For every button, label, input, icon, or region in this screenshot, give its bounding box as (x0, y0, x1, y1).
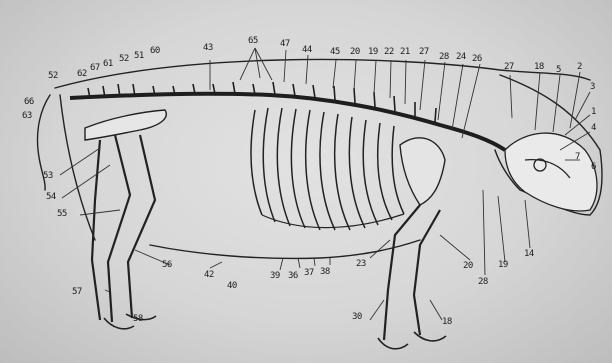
label-4: 4 (591, 124, 596, 133)
label-55: 55 (57, 210, 67, 219)
label-62: 62 (77, 70, 87, 79)
label-27: 27 (419, 48, 429, 57)
label-51: 51 (134, 52, 144, 61)
hind-limbs (92, 135, 156, 329)
label-56: 56 (162, 261, 172, 270)
label-57: 57 (72, 288, 82, 297)
label-19: 19 (368, 48, 378, 57)
label-61: 61 (103, 60, 113, 69)
label-54: 54 (46, 193, 56, 202)
label-14: 14 (524, 250, 534, 259)
fore-limbs (378, 205, 446, 349)
label-24: 24 (456, 53, 466, 62)
label-26: 26 (472, 55, 482, 64)
label-66: 66 (24, 98, 34, 107)
label-1: 1 (591, 108, 596, 117)
scapula (400, 138, 445, 205)
label-60: 60 (150, 47, 160, 56)
label-18: 18 (534, 63, 544, 72)
label-37: 37 (304, 269, 314, 278)
label-2: 2 (577, 63, 582, 72)
skull (505, 133, 597, 211)
label-18-hoof: 18 (442, 318, 452, 327)
label-67: 67 (90, 64, 100, 73)
label-47: 47 (280, 40, 290, 49)
label-27-skull: 27 (504, 63, 514, 72)
label-45: 45 (330, 48, 340, 57)
label-30: 30 (352, 313, 362, 322)
label-58: 58 (133, 315, 143, 324)
label-28-leg: 28 (478, 278, 488, 287)
label-20-leg: 20 (463, 262, 473, 271)
label-20: 20 (350, 48, 360, 57)
label-6: 6 (591, 163, 596, 172)
label-40: 40 (227, 282, 237, 291)
label-53: 53 (43, 172, 53, 181)
label-22: 22 (384, 48, 394, 57)
label-21: 21 (400, 48, 410, 57)
label-39: 39 (270, 272, 280, 281)
label-52: 52 (119, 55, 129, 64)
rib-cage (251, 108, 404, 230)
label-19-leg: 19 (498, 261, 508, 270)
label-63: 63 (22, 112, 32, 121)
label-52-tail: 52 (48, 72, 58, 81)
label-65: 65 (248, 37, 258, 46)
label-3: 3 (590, 83, 595, 92)
pelvis (85, 110, 166, 140)
label-38: 38 (320, 268, 330, 277)
label-43: 43 (203, 44, 213, 53)
label-28: 28 (439, 53, 449, 62)
label-7: 7 (575, 153, 580, 162)
label-42: 42 (204, 271, 214, 280)
leader-lines (60, 48, 590, 320)
label-5: 5 (556, 66, 561, 75)
label-23: 23 (356, 260, 366, 269)
label-44: 44 (302, 46, 312, 55)
label-36: 36 (288, 272, 298, 281)
